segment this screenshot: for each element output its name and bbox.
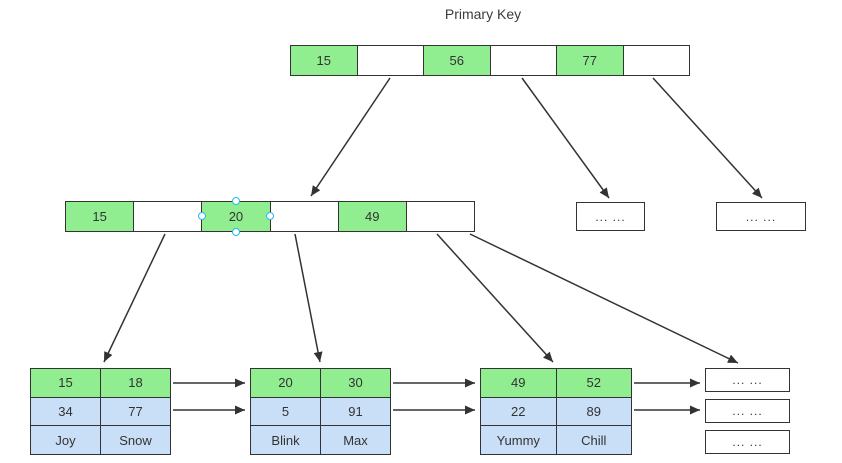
leaf-ellipsis-cell[interactable]: ... ... [705, 368, 790, 392]
leaf-data-cell[interactable]: Yummy [481, 426, 557, 455]
leaf-node-4[interactable]: ... ... ... ... ... ... [705, 368, 790, 454]
leaf-key-row: 49 52 [481, 369, 631, 398]
internal-key-cell-selected[interactable]: 20 [202, 202, 271, 231]
root-node[interactable]: 15 56 77 [290, 45, 690, 76]
ellipsis-cell[interactable]: ... ... [595, 209, 626, 224]
leaf-key-cell[interactable]: 49 [481, 369, 557, 397]
root-key-cell[interactable]: 77 [557, 46, 624, 75]
ellipsis-node-2[interactable]: ... ... [716, 202, 806, 231]
leaf-data-row: Yummy Chill [481, 426, 631, 455]
root-pointer-cell[interactable] [491, 46, 557, 75]
leaf-data-cell[interactable]: 34 [31, 397, 101, 426]
leaf-ellipsis-cell[interactable]: ... ... [705, 430, 790, 454]
root-pointer-cell[interactable] [624, 46, 690, 75]
internal-pointer-cell[interactable] [407, 202, 474, 231]
leaf-ellipsis-cell[interactable]: ... ... [705, 399, 790, 423]
edge-internal-to-leaf3[interactable] [436, 233, 554, 363]
leaf-key-cell[interactable]: 20 [251, 369, 321, 397]
leaf-node-1[interactable]: 15 18 34 77 Joy Snow [30, 368, 171, 455]
leaf-key-row: 20 30 [251, 369, 390, 398]
leaf-data-cell[interactable]: Joy [31, 426, 101, 455]
internal-key-cell[interactable]: 15 [66, 202, 135, 231]
leaf-data-cell[interactable]: 5 [251, 397, 321, 426]
leaf-key-cell[interactable]: 18 [101, 369, 170, 397]
selection-handle-left[interactable] [198, 212, 206, 220]
leaf-data-row: 5 91 [251, 397, 390, 427]
root-key-cell[interactable]: 15 [291, 46, 358, 75]
leaf-data-cell[interactable]: Snow [101, 426, 170, 455]
leaf-data-cell[interactable]: Max [321, 426, 390, 455]
leaf-data-cell[interactable]: 89 [556, 397, 631, 426]
edge-root-to-ellipsis1[interactable] [521, 77, 610, 199]
selection-handle-right[interactable] [266, 212, 274, 220]
ellipsis-node-1[interactable]: ... ... [576, 202, 645, 231]
internal-key-cell[interactable]: 49 [338, 202, 407, 231]
leaf-data-row: 34 77 [31, 397, 170, 427]
leaf-data-cell[interactable]: Blink [251, 426, 321, 455]
edge-internal-to-leaf4[interactable] [469, 233, 739, 364]
leaf-key-cell[interactable]: 52 [556, 369, 631, 397]
edge-root-to-ellipsis2[interactable] [652, 77, 763, 199]
leaf-node-2[interactable]: 20 30 5 91 Blink Max [250, 368, 391, 455]
internal-pointer-cell[interactable] [271, 202, 339, 231]
leaf-key-row: 15 18 [31, 369, 170, 398]
leaf-key-cell[interactable]: 15 [31, 369, 101, 397]
ellipsis-cell[interactable]: ... ... [745, 209, 777, 224]
leaf-data-cell[interactable]: 77 [101, 397, 170, 426]
root-key-cell[interactable]: 56 [424, 46, 491, 75]
selection-handle-top[interactable] [232, 197, 240, 205]
edge-root-to-internal[interactable] [310, 77, 391, 197]
root-pointer-cell[interactable] [358, 46, 424, 75]
leaf-data-row: Blink Max [251, 426, 390, 455]
internal-pointer-cell[interactable] [134, 202, 203, 231]
leaf-data-row: 22 89 [481, 397, 631, 427]
selection-handle-bottom[interactable] [232, 228, 240, 236]
leaf-data-cell[interactable]: Chill [556, 426, 631, 455]
leaf-data-row: Joy Snow [31, 426, 170, 455]
leaf-data-cell[interactable]: 22 [481, 397, 557, 426]
leaf-key-cell[interactable]: 30 [321, 369, 390, 397]
leaf-data-cell[interactable]: 91 [321, 397, 390, 426]
internal-node[interactable]: 15 20 49 [65, 201, 475, 232]
leaf-node-3[interactable]: 49 52 22 89 Yummy Chill [480, 368, 632, 455]
diagram-title: Primary Key [444, 6, 522, 22]
edge-internal-to-leaf1[interactable] [103, 233, 166, 363]
edge-internal-to-leaf2[interactable] [294, 233, 323, 363]
